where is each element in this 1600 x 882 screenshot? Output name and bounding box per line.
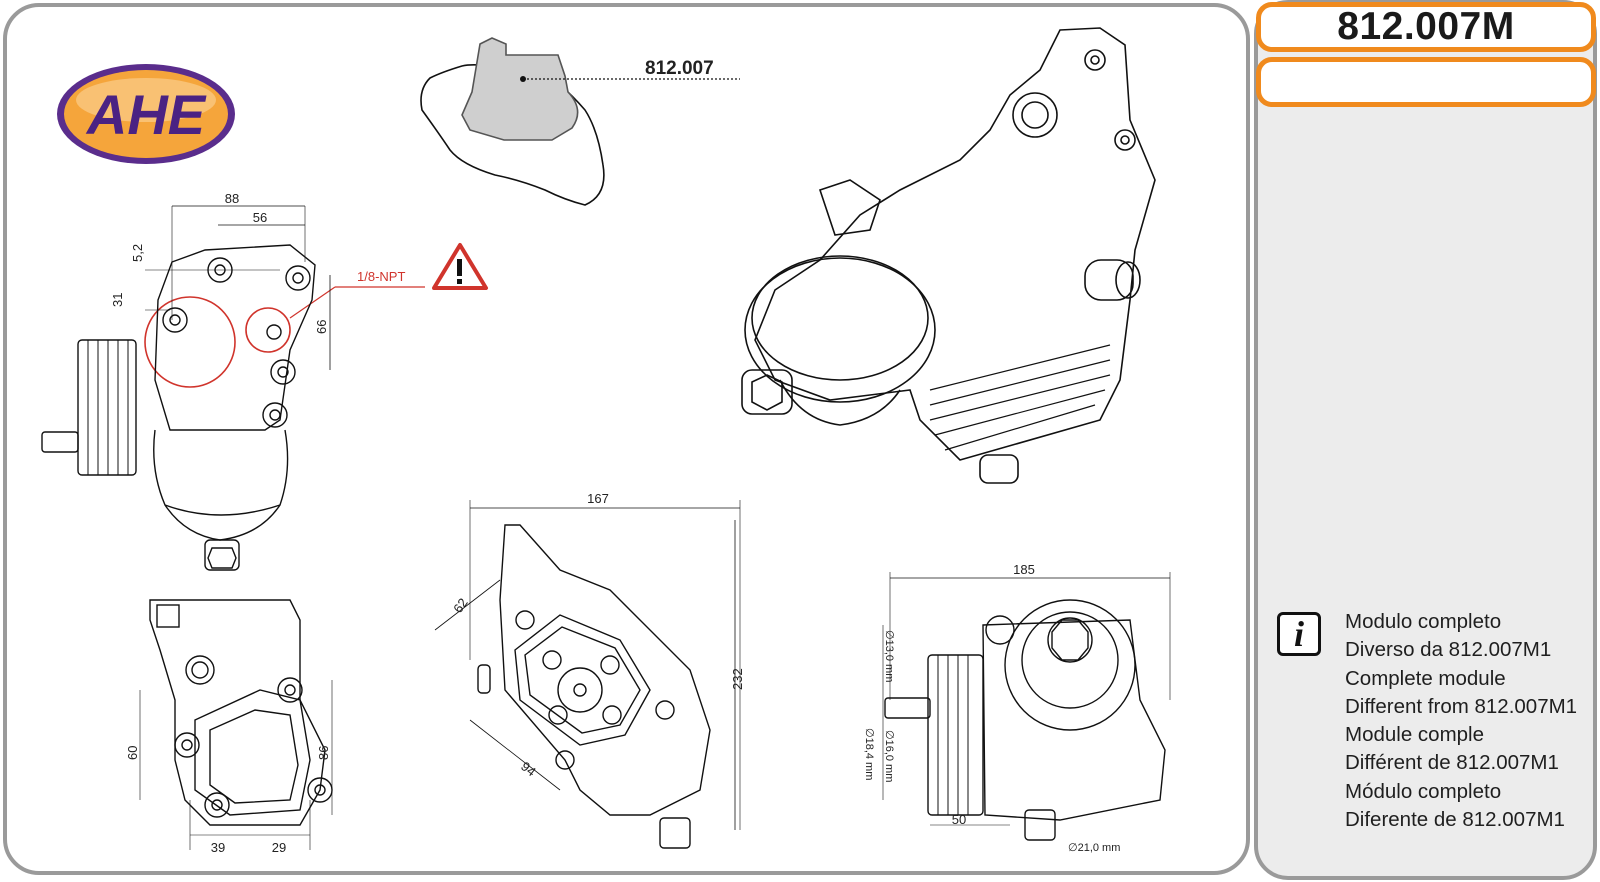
side-view: [41, 205, 331, 571]
warning-callout: 1/8-NPT: [144, 243, 488, 388]
dim-d13: ∅13,0 mm: [883, 630, 895, 682]
product-code: 812.007M: [1256, 2, 1596, 52]
dim-167: 167: [587, 491, 609, 506]
info-line: Différent de 812.007M1: [1345, 751, 1559, 775]
dim-39: 39: [211, 840, 225, 855]
dim-94: 94: [518, 759, 539, 780]
dim-86: 86: [316, 746, 331, 760]
dim-d16: ∅16,0 mm: [883, 730, 895, 782]
ahe-logo: AHE: [57, 64, 235, 164]
rear-view: [139, 599, 333, 850]
dim-232: 232: [730, 668, 745, 690]
isometric-view: [741, 27, 1156, 484]
dim-d184: ∅18,4 mm: [863, 728, 875, 780]
info-line: Diverso da 812.007M1: [1345, 638, 1552, 662]
dim-d21: ∅21,0 mm: [1068, 842, 1120, 854]
info-line: Module comple: [1345, 723, 1485, 747]
npt-label: 1/8-NPT: [357, 269, 405, 284]
dim-62: 62: [450, 595, 471, 615]
dim-60: 60: [125, 746, 140, 760]
logo-text: AHE: [85, 83, 207, 146]
dim-66: 66: [314, 320, 329, 334]
dim-88: 88: [225, 191, 239, 206]
dim-5-2: 5,2: [130, 244, 145, 262]
info-line: Modulo completo: [1345, 610, 1502, 633]
info-icon: i: [1277, 612, 1321, 656]
info-line: Different from 812.007M1: [1345, 694, 1578, 718]
info-line: Módulo completo: [1345, 779, 1502, 803]
info-line: Diferente de 812.007M1: [1345, 808, 1565, 832]
bottom-view: [882, 572, 1171, 841]
info-line: Complete module: [1345, 666, 1506, 690]
info-panel: [1254, 0, 1597, 880]
part-ref-label: 812.007: [645, 58, 714, 79]
dim-50: 50: [952, 812, 966, 827]
info-description: Modulo completo Diverso da 812.007M1 Com…: [1345, 608, 1595, 834]
dim-29: 29: [272, 840, 286, 855]
dim-56: 56: [253, 210, 267, 225]
dim-31: 31: [110, 293, 125, 307]
engine-outline-callout: 812.007: [420, 37, 740, 206]
dim-185: 185: [1013, 562, 1035, 577]
front-view: [434, 500, 741, 849]
secondary-code-box: [1256, 57, 1596, 107]
